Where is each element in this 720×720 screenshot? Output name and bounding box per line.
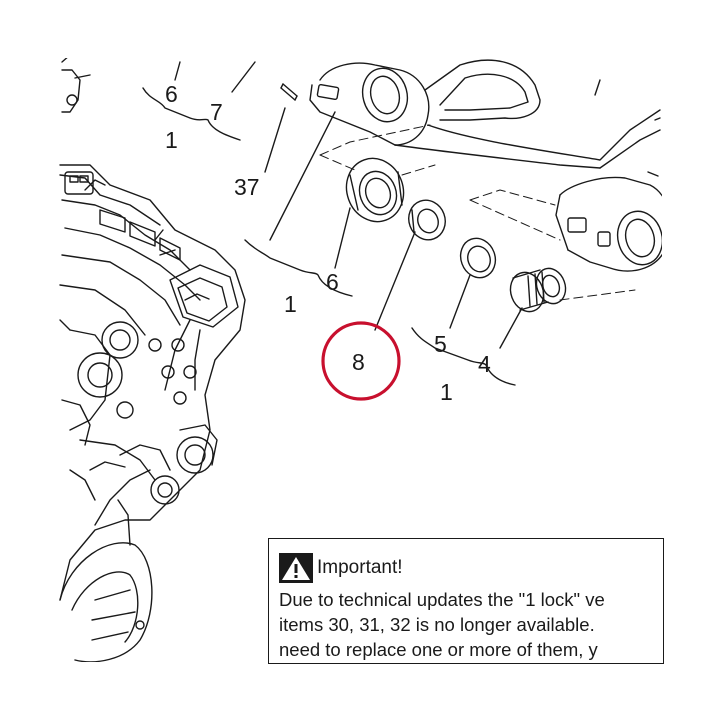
seal-ring-part-5 bbox=[459, 237, 497, 279]
leader-lines bbox=[174, 61, 523, 349]
brackets bbox=[142, 87, 516, 386]
crop-right bbox=[662, 0, 720, 720]
notice-heading: Important! bbox=[317, 557, 403, 578]
part-labels: 6 7 1 37 6 1 5 4 1 bbox=[165, 81, 491, 405]
highlight-circle bbox=[321, 321, 401, 401]
crop-top bbox=[0, 0, 720, 58]
engine-block-drawing bbox=[59, 54, 246, 663]
part-label-1-top: 1 bbox=[165, 127, 178, 153]
notice-line-3: need to replace one or more of them, y bbox=[279, 639, 598, 660]
part-label-4: 4 bbox=[478, 351, 491, 377]
highlight-part-8: 8 bbox=[321, 321, 401, 401]
bearing-seal-part-6 bbox=[345, 157, 405, 223]
swing-arm-drawing bbox=[309, 59, 671, 272]
notice-line-2: items 30, 31, 32 is no longer available. bbox=[279, 614, 595, 635]
part-label-1-mid: 1 bbox=[284, 291, 297, 317]
part-label-37: 37 bbox=[234, 174, 260, 200]
crop-left bbox=[0, 0, 58, 720]
part-label-5: 5 bbox=[434, 331, 447, 357]
part-label-7: 7 bbox=[210, 99, 223, 125]
part-label-6-mid: 6 bbox=[326, 269, 339, 295]
part-label-6-top: 6 bbox=[165, 81, 178, 107]
pin-part-37 bbox=[280, 83, 298, 101]
spacer-ring-part-8 bbox=[408, 199, 446, 241]
part-label-1-right: 1 bbox=[440, 379, 453, 405]
warning-triangle-icon bbox=[279, 553, 313, 583]
important-notice: Important! Due to technical updates the … bbox=[268, 538, 664, 664]
dashed-guide-lines bbox=[319, 124, 636, 301]
notice-line-1: Due to technical updates the "1 lock" ve bbox=[279, 589, 605, 610]
crop-bottom bbox=[0, 662, 720, 720]
needle-bearing-part-4 bbox=[509, 267, 567, 313]
part-label-8: 8 bbox=[352, 349, 365, 375]
